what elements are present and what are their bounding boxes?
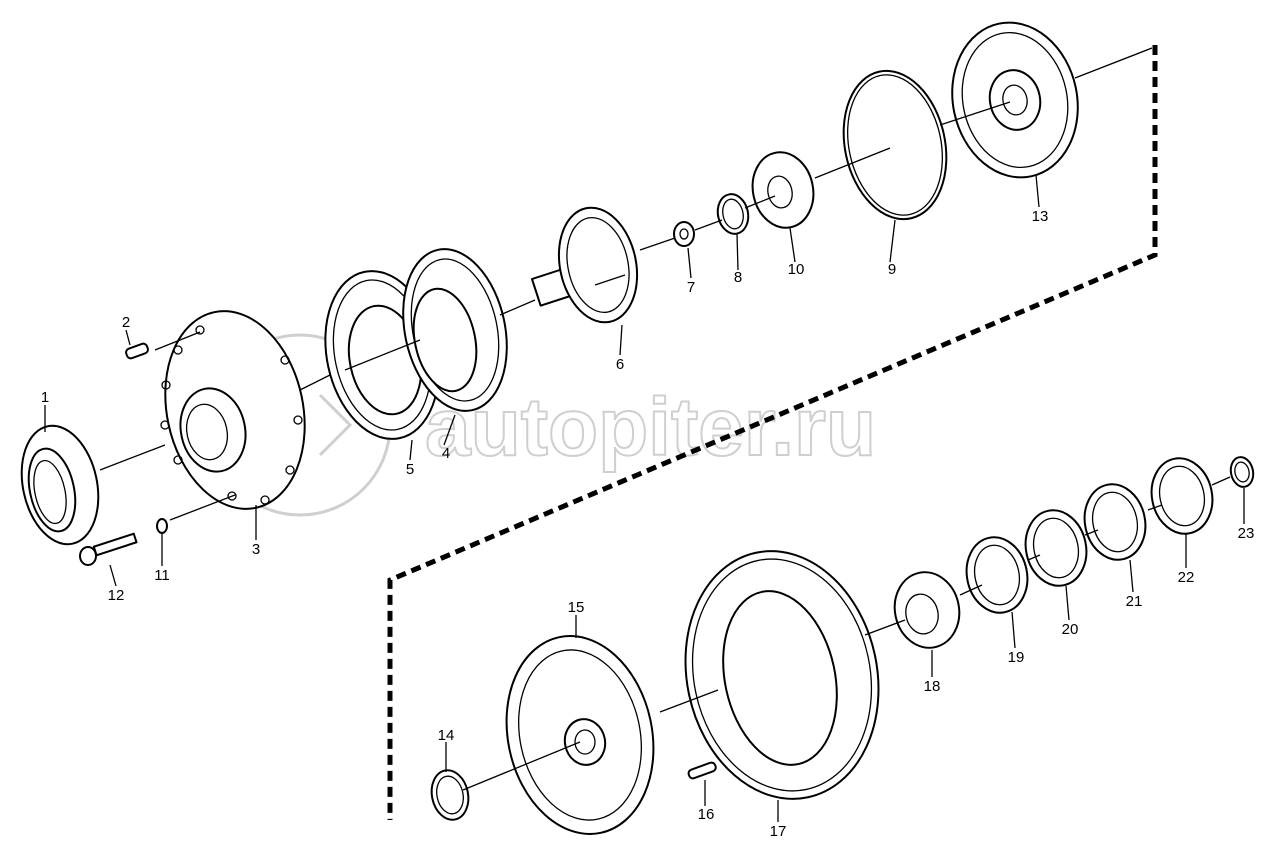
part-cover bbox=[951, 21, 1079, 179]
callout-17: 17 bbox=[770, 823, 787, 840]
callout-14: 14 bbox=[438, 727, 455, 744]
callout-2: 2 bbox=[122, 314, 130, 331]
callout-labels: 1 2 3 4 5 6 7 8 9 10 11 12 13 14 15 16 1… bbox=[41, 208, 1255, 840]
part-differential-case bbox=[505, 635, 655, 835]
callout-18: 18 bbox=[924, 678, 941, 695]
part-thrust-washer bbox=[751, 151, 815, 229]
part-shim-20 bbox=[1024, 509, 1088, 587]
part-snap-ring bbox=[716, 193, 750, 235]
callout-1: 1 bbox=[41, 389, 49, 406]
part-friction-disc bbox=[402, 248, 508, 412]
watermark-text: autopiter.ru bbox=[425, 382, 876, 473]
part-seal bbox=[20, 424, 100, 546]
callout-leaders bbox=[44, 174, 1245, 822]
callout-4: 4 bbox=[442, 445, 450, 462]
part-shim-19 bbox=[965, 536, 1029, 614]
part-o-ring bbox=[842, 69, 948, 221]
part-shim-22 bbox=[1150, 457, 1214, 535]
callout-9: 9 bbox=[888, 261, 896, 278]
assembly-axis-lines bbox=[99, 47, 1231, 791]
callout-5: 5 bbox=[406, 461, 414, 478]
part-pin-top bbox=[125, 342, 149, 360]
watermark: autopiter.ru bbox=[208, 333, 877, 517]
callout-7: 7 bbox=[687, 279, 695, 296]
part-retaining-ring bbox=[430, 769, 470, 821]
part-shim-21 bbox=[1083, 483, 1147, 561]
callout-10: 10 bbox=[788, 261, 805, 278]
callout-6: 6 bbox=[616, 356, 624, 373]
part-pin-bottom bbox=[687, 761, 717, 780]
part-small-washer bbox=[156, 518, 168, 534]
part-housing bbox=[160, 310, 306, 510]
assembly-connector-dashed bbox=[387, 45, 1158, 820]
callout-22: 22 bbox=[1178, 569, 1195, 586]
part-bearing bbox=[893, 571, 961, 649]
callout-19: 19 bbox=[1008, 649, 1025, 666]
callout-20: 20 bbox=[1062, 621, 1079, 638]
callout-16: 16 bbox=[698, 806, 715, 823]
callout-12: 12 bbox=[108, 587, 125, 604]
callout-13: 13 bbox=[1032, 208, 1049, 225]
part-end-snap-ring bbox=[1229, 456, 1255, 488]
callout-21: 21 bbox=[1126, 593, 1143, 610]
callout-11: 11 bbox=[154, 567, 170, 584]
callout-15: 15 bbox=[568, 599, 585, 616]
part-gear-shaft bbox=[530, 206, 639, 324]
part-nut bbox=[673, 221, 695, 247]
callout-3: 3 bbox=[252, 541, 260, 558]
part-bolt bbox=[79, 532, 138, 566]
part-ring-gear bbox=[684, 550, 880, 800]
callout-8: 8 bbox=[734, 269, 742, 286]
callout-23: 23 bbox=[1238, 525, 1255, 542]
